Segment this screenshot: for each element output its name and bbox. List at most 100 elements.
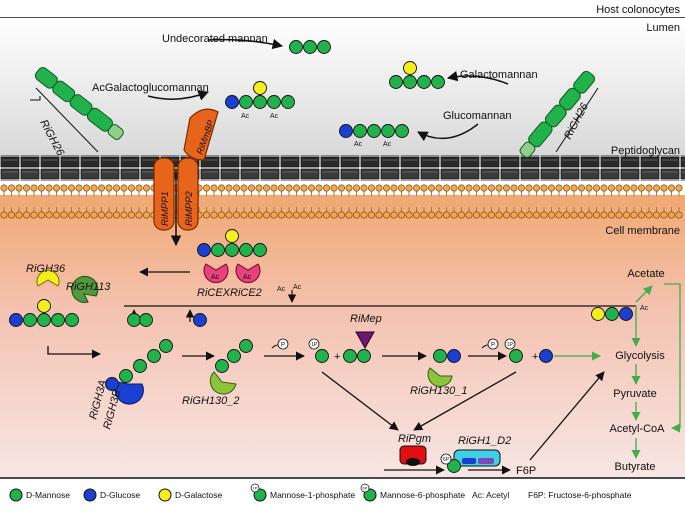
gh1-d2-label: RiGH1_D2 [458,435,511,447]
mannose-residue [227,349,241,363]
mannose-residue [127,313,141,327]
mannose-residue [239,243,253,257]
glucose-residue [339,124,353,138]
mpp1-label: RiMPP1 [160,191,171,226]
ac-acgalacto-2: Ac [270,113,279,120]
mannose-residue [253,95,267,109]
host-label: Host colonocytes [596,4,680,16]
gh113-enzyme: RiGH113 [66,275,111,303]
p-tag-2: P [491,343,495,349]
acetyl-coa-label: Acetyl-CoA [609,423,665,435]
mannose-residue [395,124,409,138]
mannose-residue [37,313,51,327]
mannose-residue [605,307,619,321]
ac-ce2: Ac [243,274,252,281]
peptidoglycan-label: Peptidoglycan [611,145,680,157]
mannose-residue [447,459,461,473]
ac-cex: Ac [211,274,220,281]
pgm-label: RiPgm [398,433,431,445]
mannose-residue [253,243,267,257]
mannose-residue [211,243,225,257]
legend-m6p: Mannose-6-phosphate [380,490,465,500]
arrow-acetate-loop [664,283,681,433]
mannose-residue [225,243,239,257]
legend-mannose: D-Mannose [26,490,70,500]
arrow-to-acetate [635,285,653,303]
mannose-residue [215,359,229,373]
legend-p6-glyph: 6P [363,486,368,491]
mannose-residue [119,369,133,383]
mep-enzyme: RiMep [350,313,382,350]
mannose-residue [281,95,295,109]
carbohydrate-esterases: RiCEX RiCE2 [197,263,262,299]
galactose-residue [225,229,239,243]
mannose-residue [343,349,357,363]
arrow-m1p2-to-pgm [413,371,517,431]
mannose-residue [353,124,367,138]
gh36-enzyme: RiGH36 [26,263,66,287]
legend-m1p: Mannose-1-phosphate [270,490,355,500]
legend-f6p: F6P: Fructose-6-phosphate [528,490,632,500]
peptidoglycan-layer [0,155,685,181]
legend: D-Mannose D-Glucose D-Galactose 1P Manno… [9,483,632,502]
galactose-residue [253,81,267,95]
host-zone [0,0,685,18]
arrow-acgalacto [147,90,209,101]
arrow-gluco [417,123,479,142]
glucose-residue [193,313,207,327]
mannose-residue [159,339,173,353]
mannose-residue [139,313,153,327]
pyruvate-label: Pyruvate [613,388,656,400]
p1-tag-2: 1P [507,342,514,348]
gh130-2-enzyme: RiGH130_2 [182,371,239,407]
arrow-to-oligo [47,346,101,359]
gh130-2-label: RiGH130_2 [182,395,239,407]
arrow-f6p-to-glycolysis [529,371,605,461]
cytoplasm-zone [0,195,685,478]
legend-zone [0,478,685,513]
legend-glucose: D-Glucose [100,490,140,500]
gh26-left-enzyme: RiGH26 [30,67,124,159]
butyrate-label: Butyrate [615,461,656,473]
mpp-transporter: RiMPP1 RiMPP2 [153,157,199,231]
ac-gluco-2: Ac [383,141,392,148]
mannose-residue [65,313,79,327]
gh113-label: RiGH113 [66,281,111,293]
mannose-residue [303,40,317,54]
p6-tag: 6P [443,457,450,463]
mannose-residue [315,349,329,363]
galactose-residue [403,61,417,75]
p-tag-1: P [281,343,285,349]
ac-gluco-1: Ac [354,141,363,148]
mannose-residue [367,124,381,138]
mannose-residue [417,75,431,89]
gh130-1-enzyme: RiGH130_1 [410,367,467,397]
mannose-residue [147,349,161,363]
glucose-residue [197,243,211,257]
gh130-1-label: RiGH130_1 [410,385,467,397]
arrow-undecorated [207,38,284,50]
p1-tag-1: 1P [311,342,318,348]
mannose-residue [357,349,371,363]
galactose-residue [37,299,51,313]
arrow-m1p-to-pgm [321,371,399,431]
mannose-residue [289,40,303,54]
mep-label: RiMep [350,313,382,325]
ce2-label: RiCE2 [230,287,262,299]
mannose-residue [51,313,65,327]
galactose-residue [591,307,605,321]
mannose-residue [431,75,445,89]
mannose-residue [403,75,417,89]
legend-galactose: D-Galactose [175,490,223,500]
mannose-residue [317,40,331,54]
mannose-residue [239,339,253,353]
mannose-residue [509,349,523,363]
glucose-residue [9,313,23,327]
ac-free-2: Ac [293,284,302,291]
mannose-residue [389,75,403,89]
mannose-residue [433,349,447,363]
membrane-label: Cell membrane [605,225,680,237]
acetate-label: Acetate [627,268,664,280]
